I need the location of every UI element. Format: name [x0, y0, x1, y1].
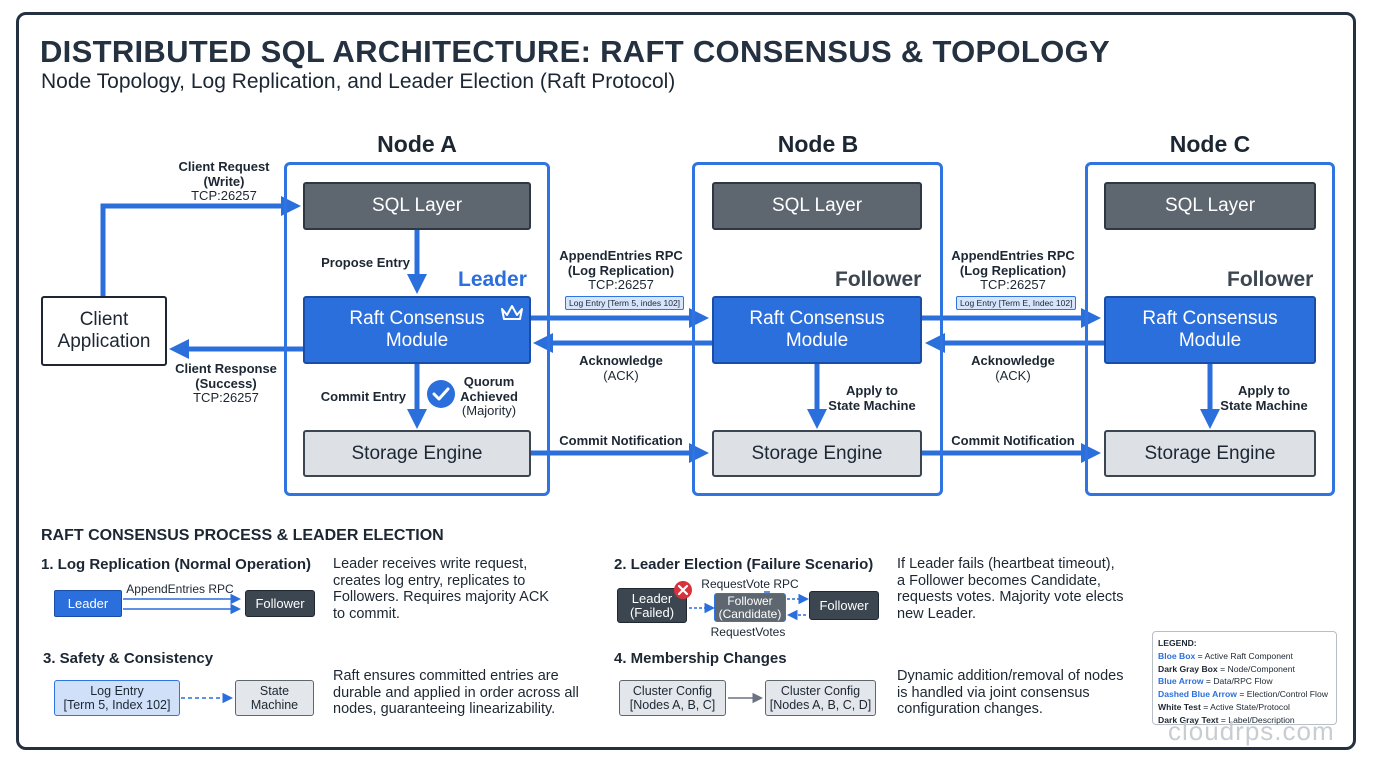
process-item-2-follower-box: Follower [809, 591, 879, 620]
link-ab-log-entry-badge: Log Entry [Term 5, indes 102] [565, 296, 685, 310]
process-item-2-requestvotes-label: RequestVotes [710, 625, 786, 639]
legend-entry: Dark Gray Text = Label/Description [1158, 714, 1295, 725]
link-bc-log-entry-badge: Log Entry [Term E, Indec 102] [956, 296, 1077, 310]
node-a-role-leader: Leader [458, 268, 527, 291]
node-a-sql-layer[interactable]: SQL Layer [303, 182, 531, 230]
client-request-arrow [100, 196, 301, 297]
client-response-label: Client Response (Success) [175, 361, 277, 391]
link-ab-ack-label: Acknowledge [579, 353, 663, 368]
legend-entry: Dashed Blue Arrow = Election/Control Flo… [1158, 689, 1328, 700]
quorum-label: Quorum Achieved [460, 374, 518, 404]
watermark: cloudrps.com [1168, 716, 1335, 746]
process-item-2-candidate-box: Follower (Candidate) [714, 593, 786, 622]
process-item-2-title: 2. Leader Election (Failure Scenario) [614, 556, 874, 573]
node-a-storage-engine[interactable]: Storage Engine [303, 430, 531, 477]
page-subtitle: Node Topology, Log Replication, and Lead… [41, 70, 676, 93]
quorum-majority-label: (Majority) [461, 403, 517, 418]
process-item-2-requestvote-label: RequestVote RPC [701, 577, 799, 591]
link-ab-rpc-port: TCP:26257 [588, 277, 654, 292]
process-item-3-log-entry-box: Log Entry[Term 5, Index 102] [54, 680, 180, 716]
node-b-sql-layer[interactable]: SQL Layer [712, 182, 922, 230]
link-bc-commit-label: Commit Notification [951, 433, 1075, 448]
node-b-role-follower: Follower [835, 268, 922, 291]
process-item-2-desc: If Leader fails (heartbeat timeout), a F… [897, 556, 1124, 622]
crown-icon [501, 305, 523, 320]
node-a-container [284, 162, 550, 496]
process-item-1-arrow-label: AppendEntries RPC [126, 582, 234, 596]
error-x-icon [674, 581, 692, 599]
node-c-role-follower: Follower [1227, 268, 1314, 291]
link-bc-rpc-label: AppendEntries RPC (Log Replication) [951, 248, 1075, 278]
client-request-port: TCP:26257 [191, 188, 257, 203]
node-a-commit-entry-label: Commit Entry [320, 389, 406, 404]
process-item-1-title: 1. Log Replication (Normal Operation) [41, 556, 312, 573]
node-b-storage-engine[interactable]: Storage Engine [712, 430, 922, 477]
legend-entry: Blue Arrow = Data/RPC Flow [1158, 676, 1273, 687]
node-b-title: Node B [777, 131, 859, 157]
page-title: DISTRIBUTED SQL ARCHITECTURE: RAFT CONSE… [40, 34, 1110, 69]
process-item-3-desc: Raft ensures committed entries are durab… [333, 668, 579, 717]
node-c-apply-label: Apply to State Machine [1220, 383, 1308, 413]
node-b-container [692, 162, 943, 496]
process-item-3-title: 3. Safety & Consistency [43, 650, 214, 667]
legend-title: LEGEND: [1158, 638, 1197, 648]
legend-box: LEGEND: Bloe Box = Active Raft Component… [1152, 631, 1337, 725]
node-a-propose-entry-label: Propose Entry [321, 255, 410, 270]
diagram-frame [16, 12, 1356, 750]
link-bc-ack-label: Acknowledge [971, 353, 1055, 368]
process-item-1-desc: Leader receives write request, creates l… [333, 556, 549, 622]
node-c-sql-layer[interactable]: SQL Layer [1104, 182, 1316, 230]
link-ab-ack-sub: (ACK) [603, 368, 639, 383]
node-c-storage-engine[interactable]: Storage Engine [1104, 430, 1316, 477]
link-bc-ack-sub: (ACK) [995, 368, 1031, 383]
legend-entry: Dark Gray Box = Node/Component [1158, 663, 1295, 674]
process-item-4-desc: Dynamic addition/removal of nodes is han… [897, 668, 1124, 717]
check-circle-icon [427, 380, 455, 408]
link-ab-commit-label: Commit Notification [559, 433, 683, 448]
node-c-container [1085, 162, 1335, 496]
process-item-4-config-after-box: Cluster Config[Nodes A, B, C, D] [765, 680, 876, 716]
legend-entry: Bloe Box = Active Raft Component [1158, 650, 1293, 661]
legend-entry: White Test = Active State/Protocol [1158, 701, 1290, 712]
process-item-4-config-before-box: Cluster Config[Nodes A, B, C] [619, 680, 726, 716]
process-item-4-title: 4. Membership Changes [614, 650, 787, 667]
client-response-port: TCP:26257 [193, 390, 259, 405]
link-bc-rpc-port: TCP:26257 [980, 277, 1046, 292]
process-heading: RAFT CONSENSUS PROCESS & LEADER ELECTION [41, 527, 444, 544]
client-request-label: Client Request (Write) [178, 159, 270, 189]
link-ab-rpc-label: AppendEntries RPC (Log Replication) [559, 248, 683, 278]
node-c-title: Node C [1169, 131, 1251, 157]
node-a-title: Node A [377, 131, 457, 157]
node-b-apply-label: Apply to State Machine [828, 383, 916, 413]
process-item-1-leader-box: Leader [54, 590, 122, 617]
process-item-1-follower-box: Follower [245, 590, 315, 617]
